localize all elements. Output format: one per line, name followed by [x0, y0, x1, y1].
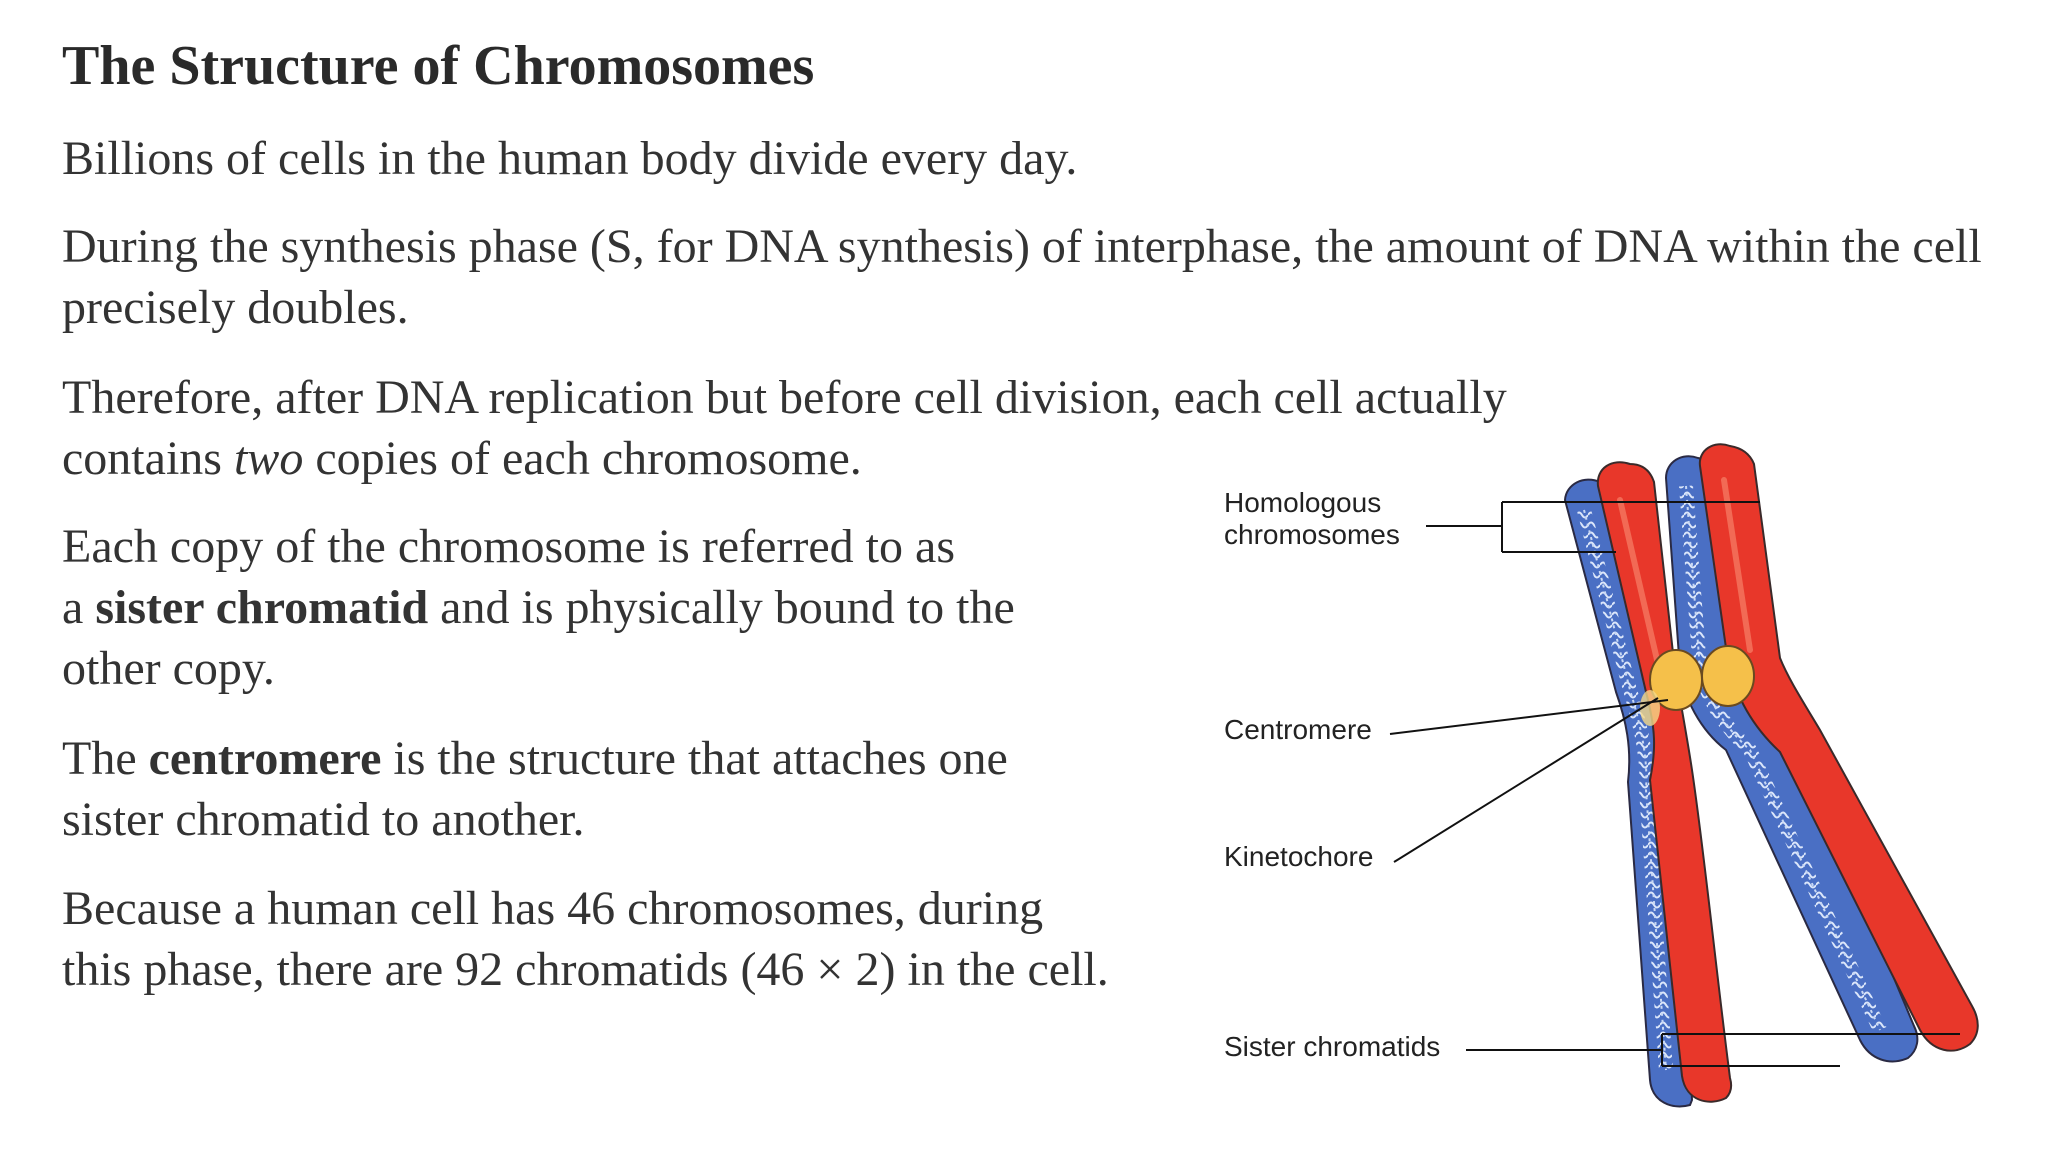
paragraph-text: Because a human cell has 46 chromosomes,…: [62, 882, 1044, 935]
paragraph-text: is the structure that attaches one: [381, 732, 1008, 785]
paragraph-centromere: The centromere is the structure that att…: [62, 728, 1008, 850]
paragraph-text: this phase, there are 92 chromatids (46 …: [62, 943, 1109, 996]
paragraph-replication: Therefore, after DNA replication but bef…: [62, 367, 1662, 489]
paragraph-chromatid-count: Because a human cell has 46 chromosomes,…: [62, 878, 1109, 1000]
emphasis-two: two: [233, 432, 304, 485]
paragraph-cell-division: Billions of cells in the human body divi…: [62, 128, 1077, 189]
term-centromere: centromere: [148, 732, 382, 785]
label-homologous-chromosomes: Homologous chromosomes: [1224, 487, 1760, 553]
paragraph-text: a: [62, 581, 96, 634]
label-centromere: Centromere: [1224, 699, 1669, 745]
paragraph-text: copies of each chromosome.: [303, 432, 862, 485]
label-homologous-line-1: Homologous: [1224, 487, 1381, 518]
paragraph-text: Therefore, after DNA replication but bef…: [62, 371, 1507, 424]
paragraph-text: The: [62, 732, 149, 785]
label-sister-chromatids: Sister chromatids: [1224, 1031, 1960, 1067]
label-kinetochore-text: Kinetochore: [1224, 841, 1373, 872]
paragraph-synthesis-phase: During the synthesis phase (S, for DNA s…: [62, 216, 2022, 338]
paragraph-sister-chromatid: Each copy of the chromosome is referred …: [62, 516, 1015, 699]
paragraph-text: Each copy of the chromosome is referred …: [62, 520, 955, 573]
label-homologous-line-2: chromosomes: [1224, 519, 1400, 550]
paragraph-text: other copy.: [62, 642, 275, 695]
chromosome-diagram: Homologous chromosomes Centromere Kineto…: [1224, 443, 1979, 1108]
paragraph-text: and is physically bound to the: [428, 581, 1015, 634]
paragraph-text: sister chromatid to another.: [62, 793, 585, 846]
paragraph-text: During the synthesis phase (S, for DNA s…: [62, 220, 1982, 334]
label-kinetochore: Kinetochore: [1224, 697, 1659, 872]
label-sister-chromatids-text: Sister chromatids: [1224, 1031, 1440, 1062]
paragraph-text: Billions of cells in the human body divi…: [62, 132, 1078, 185]
paragraph-text: contains: [62, 432, 234, 485]
term-sister-chromatid: sister chromatid: [95, 581, 429, 634]
label-centromere-text: Centromere: [1224, 714, 1372, 745]
page-title: The Structure of Chromosomes: [62, 35, 815, 97]
